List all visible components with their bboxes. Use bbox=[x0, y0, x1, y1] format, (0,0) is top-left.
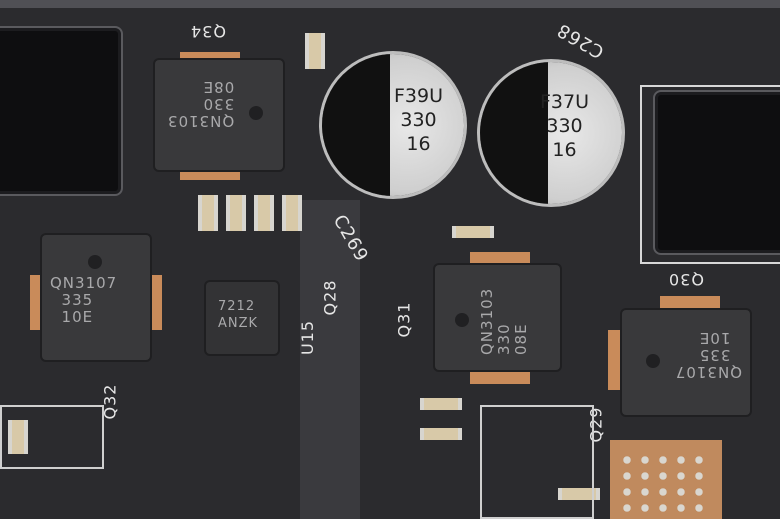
capacitor-polarity-stripe bbox=[322, 54, 391, 196]
label-q34: Q34 bbox=[190, 22, 226, 41]
chip-line: QN3107 bbox=[50, 274, 118, 292]
chip-line: 10E bbox=[61, 308, 94, 326]
trace-bundle bbox=[300, 200, 360, 519]
capacitor-marking: F37U 330 16 bbox=[540, 90, 589, 162]
capacitor-value: 330 bbox=[400, 109, 437, 131]
label-c268: C268 bbox=[553, 18, 608, 63]
capacitor-marking: F39U 330 16 bbox=[394, 84, 443, 156]
component-outline bbox=[480, 405, 594, 519]
pin1-dot bbox=[249, 106, 263, 120]
smd-capacitor bbox=[558, 488, 600, 500]
chip-line: 330 bbox=[202, 95, 235, 113]
exposed-copper-area bbox=[610, 440, 722, 519]
smd-capacitor bbox=[282, 195, 302, 231]
chip-marking: QN3103 330 08E bbox=[478, 287, 530, 355]
inductor-left bbox=[0, 28, 121, 194]
chip-line: 335 bbox=[698, 346, 731, 364]
chip-line: QN3103 bbox=[167, 112, 235, 130]
chip-line: ANZK bbox=[218, 316, 259, 331]
smd-capacitor bbox=[420, 428, 462, 440]
copper-pad bbox=[470, 372, 530, 384]
smd-capacitor bbox=[420, 398, 462, 410]
inductor-outline bbox=[640, 85, 780, 264]
capacitor-code: F37U bbox=[540, 91, 590, 113]
capacitor-voltage: 16 bbox=[406, 133, 431, 155]
inductor-right bbox=[655, 92, 780, 253]
pin1-dot bbox=[455, 313, 469, 327]
chip-line: 335 bbox=[61, 291, 94, 309]
copper-pad bbox=[660, 296, 720, 308]
solder-dots bbox=[618, 452, 713, 512]
chip-line: 330 bbox=[495, 323, 513, 355]
capacitor-code: F39U bbox=[394, 85, 444, 107]
label-q31: Q31 bbox=[394, 301, 414, 338]
chip-marking: QN3103 330 08E bbox=[167, 78, 235, 130]
smd-capacitor bbox=[226, 195, 246, 231]
chip-marking: QN3107 335 10E bbox=[674, 329, 742, 381]
component-outline bbox=[0, 405, 104, 469]
capacitor-polarity-stripe bbox=[480, 62, 549, 204]
copper-pad bbox=[180, 168, 240, 180]
mosfet-q34: QN3103 330 08E bbox=[155, 60, 283, 170]
label-q28: Q28 bbox=[320, 279, 340, 316]
board-edge bbox=[0, 0, 780, 8]
pin1-dot bbox=[646, 354, 660, 368]
capacitor-voltage: 16 bbox=[552, 139, 577, 161]
label-u15: U15 bbox=[298, 319, 318, 356]
smd-capacitor bbox=[254, 195, 274, 231]
mosfet-q32: QN3107 335 10E bbox=[42, 235, 150, 360]
capacitor-c268: F37U 330 16 bbox=[480, 62, 622, 204]
chip-marking: 7212 ANZK bbox=[218, 298, 258, 332]
smd-capacitor bbox=[305, 33, 325, 69]
chip-line: 7212 bbox=[218, 299, 256, 314]
mosfet-q30: QN3107 335 10E bbox=[622, 310, 750, 415]
chip-line: 08E bbox=[512, 323, 530, 355]
chip-line: 08E bbox=[202, 78, 235, 96]
chip-line: 10E bbox=[698, 329, 731, 347]
copper-pad bbox=[608, 330, 620, 390]
label-q30: Q30 bbox=[668, 270, 704, 289]
chip-marking: QN3107 335 10E bbox=[50, 275, 117, 326]
ic-u15: 7212 ANZK bbox=[206, 282, 278, 354]
capacitor-value: 330 bbox=[546, 115, 583, 137]
copper-pad bbox=[150, 275, 162, 330]
smd-capacitor bbox=[198, 195, 218, 231]
smd-capacitor bbox=[452, 226, 494, 238]
pin1-dot bbox=[88, 255, 102, 269]
capacitor-c269: F39U 330 16 bbox=[322, 54, 464, 196]
smd-capacitor bbox=[8, 420, 28, 454]
mosfet-q31: QN3103 330 08E bbox=[435, 265, 560, 370]
chip-line: QN3103 bbox=[478, 287, 496, 355]
copper-pad bbox=[30, 275, 42, 330]
copper-pad bbox=[470, 252, 530, 264]
chip-line: QN3107 bbox=[674, 363, 742, 381]
